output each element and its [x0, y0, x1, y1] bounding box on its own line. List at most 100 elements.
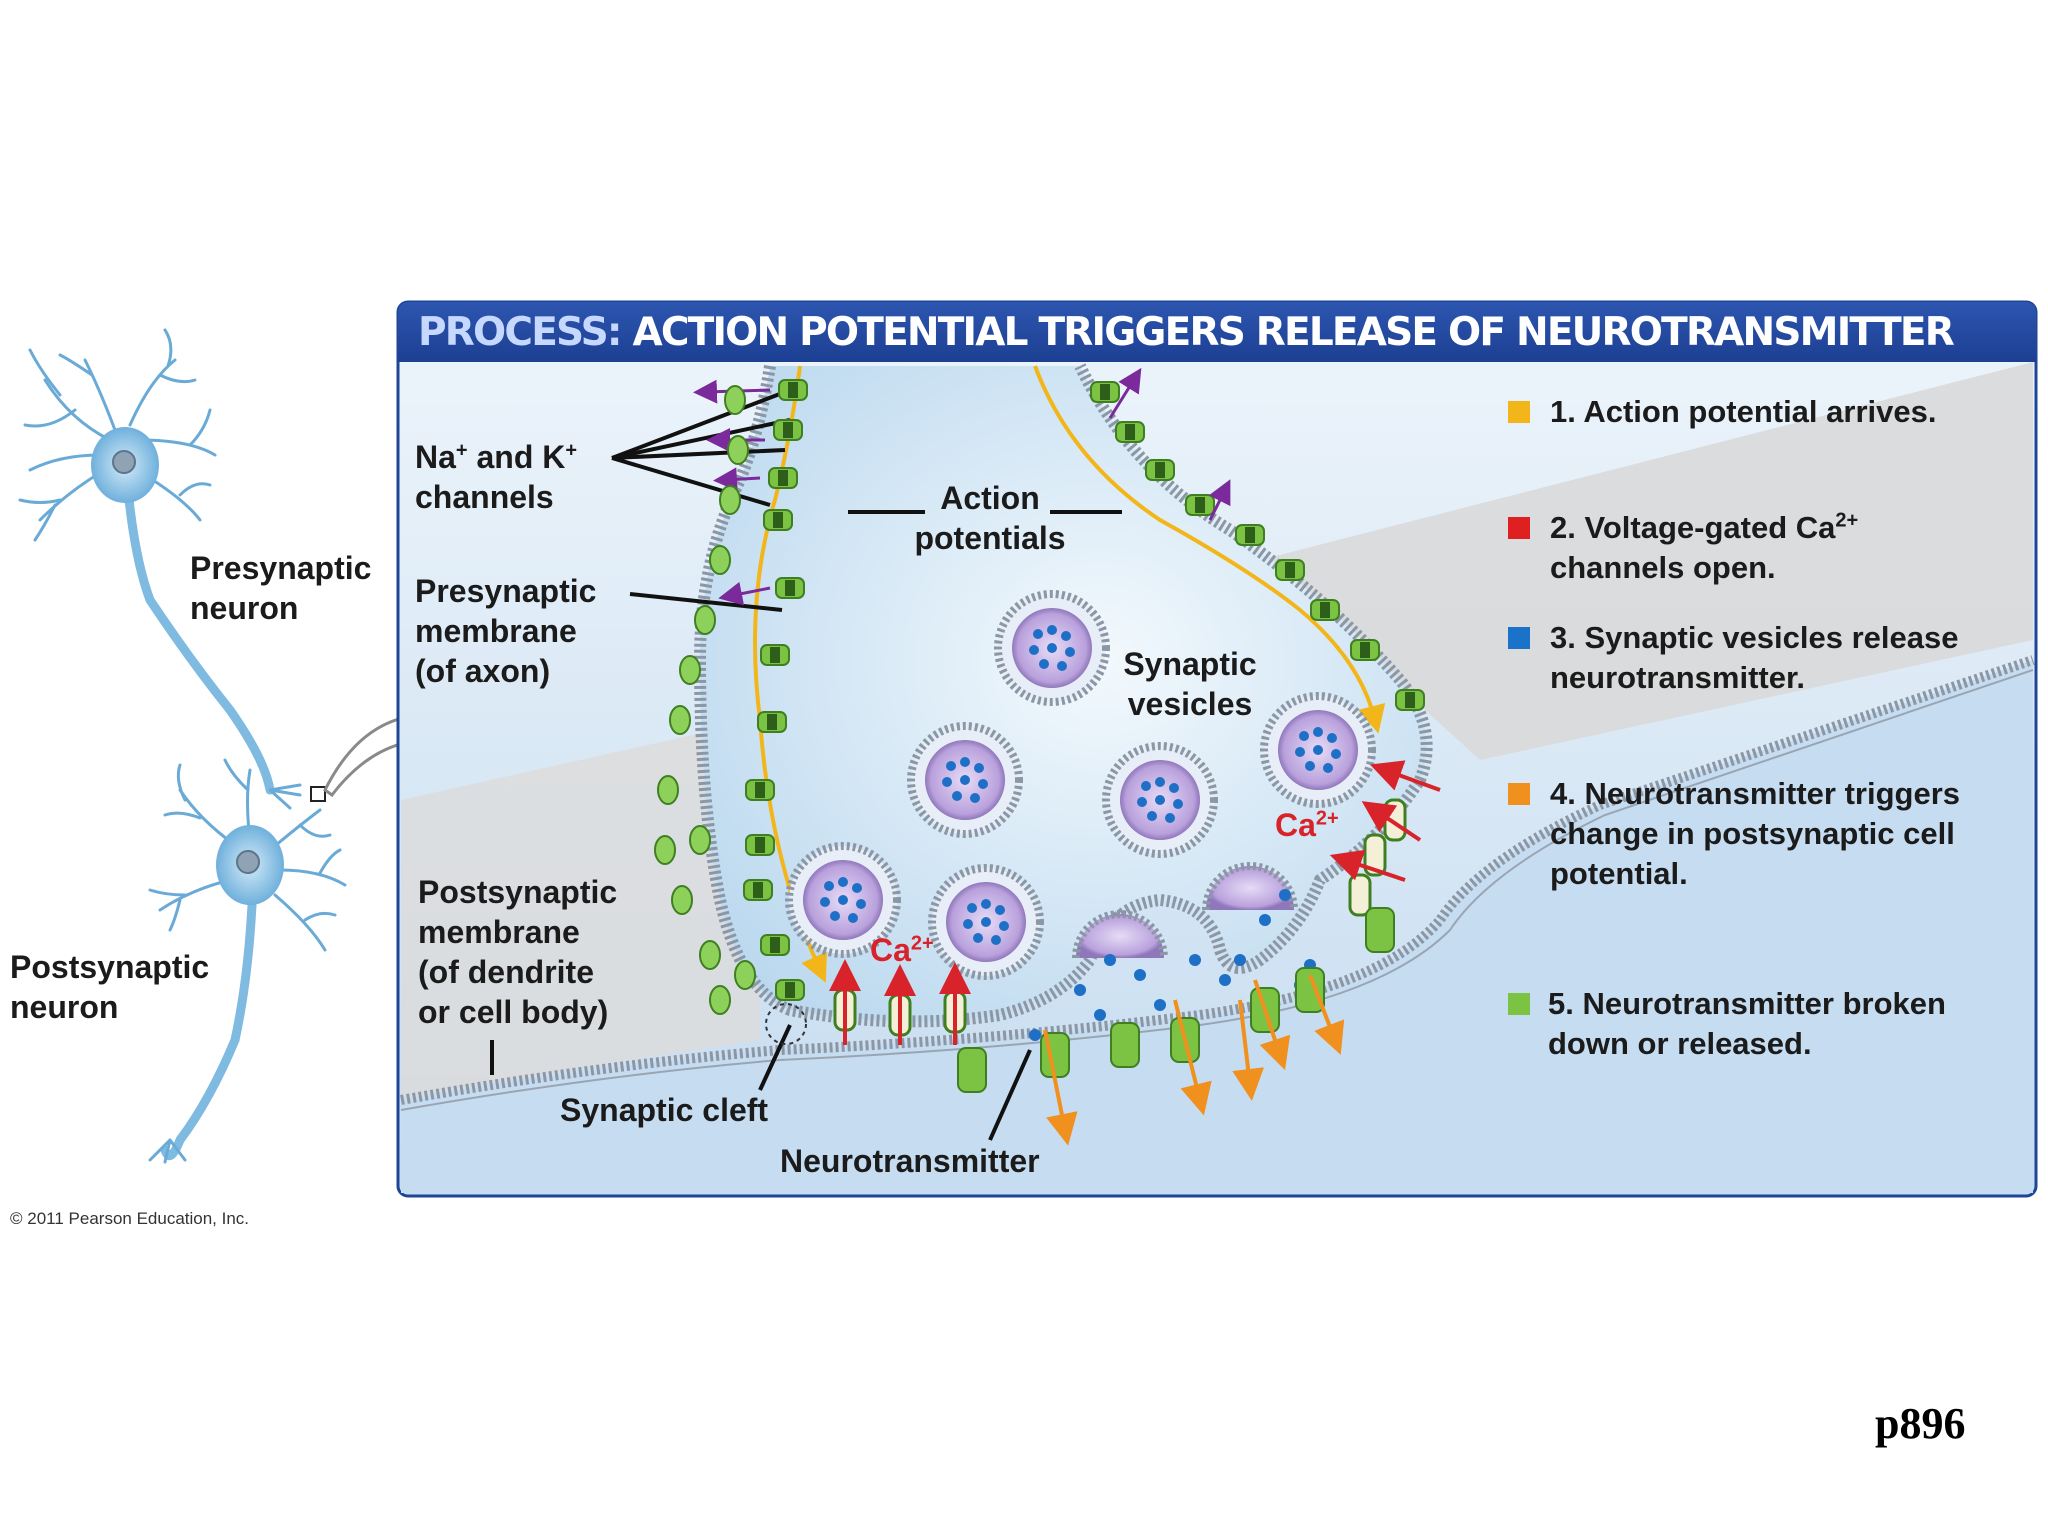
- label-line: neuron: [190, 590, 299, 626]
- postsynaptic-membrane: [400, 655, 2035, 1105]
- neurotransmitter-dot: [978, 779, 988, 789]
- ion-particle: [727, 435, 749, 465]
- neurotransmitter-release-arrow: [1173, 999, 1212, 1116]
- step-text: Synaptic vesicles release neurotransmitt…: [1550, 620, 1959, 695]
- ion-flow-arrow: [713, 467, 761, 492]
- step-number: 5.: [1548, 986, 1574, 1021]
- neurotransmitter-dot: [1065, 647, 1075, 657]
- neurotransmitter-dot: [838, 877, 848, 887]
- label-line: channels: [415, 479, 554, 515]
- channel-pore: [1125, 424, 1135, 440]
- postsynaptic-band-left: [401, 720, 760, 1100]
- neurotransmitter-dot: [1313, 745, 1323, 755]
- leader-line: [988, 1049, 1032, 1141]
- leader-line: [611, 390, 786, 460]
- neurotransmitter-dot: [1104, 954, 1116, 966]
- channel-pore: [1285, 562, 1295, 578]
- label-sup: +: [565, 439, 578, 462]
- neurotransmitter-dot: [1029, 645, 1039, 655]
- neurotransmitter-dot: [1155, 777, 1165, 787]
- postsynaptic-cell: [401, 660, 2033, 1193]
- label-line: vesicles: [1127, 686, 1253, 722]
- label-line: membrane: [415, 613, 577, 649]
- neurotransmitter-dot: [960, 775, 970, 785]
- neurotransmitter-dot: [963, 919, 973, 929]
- neurotransmitter-dot: [1219, 974, 1231, 986]
- step-5-swatch: [1508, 993, 1530, 1015]
- label-line: neuron: [10, 989, 119, 1025]
- neurotransmitter-dot: [1169, 783, 1179, 793]
- ion-particle: [694, 605, 716, 635]
- ion-flow-arrow: [1108, 367, 1142, 419]
- neurotransmitter-dot: [1155, 795, 1165, 805]
- synaptic-cleft-marker: [765, 1003, 807, 1045]
- neurotransmitter-dot: [1323, 763, 1333, 773]
- neurotransmitter-dot: [1299, 731, 1309, 741]
- channel-pore: [785, 982, 795, 998]
- neuron-illustration: [18, 328, 347, 1164]
- step-number: 3.: [1550, 620, 1576, 655]
- label-part: Na: [415, 439, 456, 475]
- neurotransmitter-dot: [1295, 747, 1305, 757]
- neurotransmitter-dot: [973, 933, 983, 943]
- channel-pore: [1360, 642, 1370, 658]
- label-sup: 2+: [910, 932, 934, 955]
- leader-line: [611, 418, 791, 460]
- label-line: potentials: [914, 520, 1066, 556]
- title-text: ACTION POTENTIAL TRIGGERS RELEASE OF NEU…: [632, 310, 1954, 355]
- neurotransmitter-dot: [999, 921, 1009, 931]
- presynaptic-axon-band: [1260, 362, 2033, 760]
- step-text: channels open.: [1550, 550, 1776, 585]
- leader-line: [629, 592, 783, 612]
- channel-pore: [1245, 527, 1255, 543]
- step-sup: 2+: [1835, 509, 1859, 532]
- neurotransmitter-dot: [1039, 659, 1049, 669]
- neurotransmitter-dot: [1279, 889, 1291, 901]
- channel-pore: [770, 937, 780, 953]
- label-sup: 2+: [1315, 807, 1339, 830]
- neurotransmitter-dot: [1327, 733, 1337, 743]
- ion-particle: [709, 545, 731, 575]
- neurotransmitter-dot: [942, 777, 952, 787]
- title-bar: PROCESS: ACTION POTENTIAL TRIGGERS RELEA…: [398, 302, 2036, 362]
- postsynaptic-membrane-inner: [400, 669, 2034, 1111]
- neurotransmitter-dot: [1047, 643, 1057, 653]
- label-line: (of axon): [415, 653, 551, 689]
- neurotransmitter-dot: [1313, 727, 1323, 737]
- step-3-swatch: [1508, 627, 1530, 649]
- ion-particle: [689, 825, 711, 855]
- label-line: Synaptic: [1123, 646, 1257, 682]
- label-part: Ca: [1275, 807, 1316, 843]
- neurotransmitter-dot: [830, 911, 840, 921]
- step-text: Voltage-gated Ca: [1584, 510, 1836, 545]
- label-line: Action: [940, 480, 1040, 516]
- synaptic-vesicles-label: Synaptic vesicles: [1110, 644, 1270, 724]
- ion-flow-arrow: [718, 581, 771, 606]
- ca-influx-arrow: [1361, 801, 1422, 842]
- label-part: and K: [467, 439, 566, 475]
- neurotransmitter-dot: [1141, 781, 1151, 791]
- presynaptic-neuron-label: Presynaptic neuron: [190, 548, 371, 628]
- neurotransmitter-dot: [991, 935, 1001, 945]
- channel-pore: [755, 782, 765, 798]
- receptor-channel: [1295, 967, 1325, 1013]
- neurotransmitter-dot: [960, 757, 970, 767]
- ion-particle: [719, 485, 741, 515]
- neurotransmitter-dot: [1259, 914, 1271, 926]
- neurotransmitter-dot: [952, 791, 962, 801]
- neurotransmitter-dot: [1029, 1029, 1041, 1041]
- neurotransmitter-dot: [995, 905, 1005, 915]
- neurotransmitter-dot: [852, 883, 862, 893]
- step-number: 1.: [1550, 394, 1576, 429]
- title-prefix: PROCESS:: [418, 310, 622, 355]
- channel-pore: [1195, 497, 1205, 513]
- channel-pore: [770, 647, 780, 663]
- step-4-swatch: [1508, 783, 1530, 805]
- ca-label-left: Ca2+: [870, 930, 934, 970]
- neurotransmitter-release-arrow: [1308, 974, 1345, 1055]
- receptor-channel: [1110, 1022, 1140, 1068]
- ca-influx-arrow: [1329, 849, 1406, 882]
- leader-line: [611, 456, 771, 507]
